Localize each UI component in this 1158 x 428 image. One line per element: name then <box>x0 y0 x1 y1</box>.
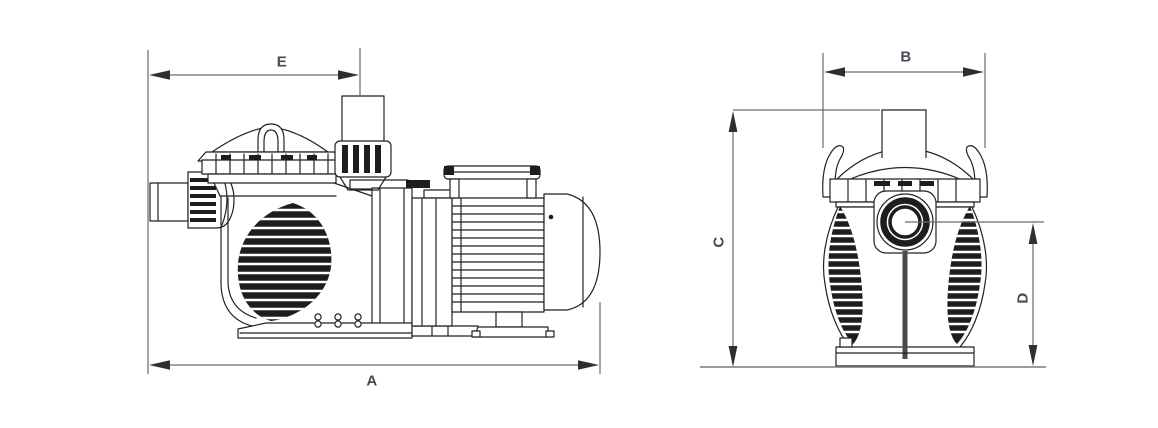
tank-dome <box>822 109 988 198</box>
dimension-label-d: D <box>1014 292 1032 304</box>
dimension-label-c: C <box>710 236 728 248</box>
strainer-lid <box>197 123 343 184</box>
dimension-D <box>905 221 1044 366</box>
base-front <box>835 251 975 367</box>
lid-ear-left <box>822 145 845 198</box>
dimension-C <box>728 109 880 367</box>
dimension-label-e: E <box>276 53 288 71</box>
motor <box>411 165 601 338</box>
pump-housing <box>213 182 373 327</box>
inlet-union <box>149 171 235 229</box>
dimension-label-a: A <box>366 372 378 390</box>
motor-handle <box>443 165 541 199</box>
discharge-pipe <box>334 95 392 191</box>
vent-slots <box>237 203 332 321</box>
dimension-B <box>822 53 986 148</box>
motor-foot <box>471 311 555 338</box>
dimension-A <box>149 302 601 374</box>
center-line-bar <box>902 251 908 359</box>
dimension-label-b: B <box>900 48 912 66</box>
volute-plate <box>349 179 430 337</box>
side-view <box>147 48 601 374</box>
lid-ear-right <box>965 145 988 198</box>
dimension-E <box>147 48 361 374</box>
front-view <box>700 53 1046 368</box>
discharge-pipe-front <box>881 109 927 158</box>
